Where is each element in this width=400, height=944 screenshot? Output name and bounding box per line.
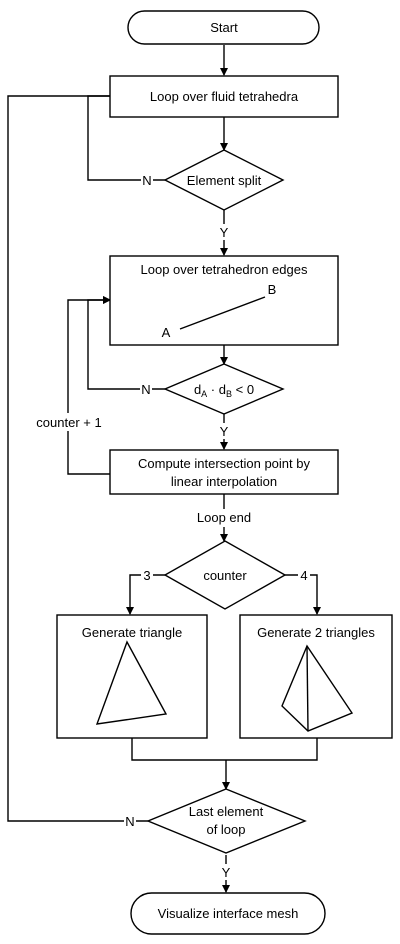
loop-tetrahedra-node: Loop over fluid tetrahedra: [109, 75, 339, 118]
visualize-label: Visualize interface mesh: [158, 906, 299, 921]
visualize-node: Visualize interface mesh: [130, 892, 326, 935]
last-element-line1: Last element: [189, 804, 264, 819]
loop-edges-node: Loop over tetrahedron edges A B: [109, 255, 339, 346]
point-b-label: B: [268, 282, 277, 297]
edge-line: [179, 296, 266, 330]
condition-no-label: N: [141, 382, 150, 397]
arrow-counter-3: [126, 574, 165, 615]
merge-line: [131, 738, 318, 761]
last-no-label: N: [125, 814, 134, 829]
branch-4-label: 4: [300, 568, 307, 583]
split-yes-label: Y: [220, 225, 229, 240]
element-split-label: Element split: [187, 173, 262, 188]
arrow-counter-4: [285, 574, 321, 615]
loop-edges-label: Loop over tetrahedron edges: [141, 262, 308, 277]
generate-2-triangles-node: Generate 2 triangles: [239, 614, 393, 739]
last-element-decision: Last element of loop: [146, 788, 307, 854]
start-label: Start: [210, 20, 238, 35]
counter-increment-label: counter + 1: [36, 415, 101, 430]
element-split-decision: Element split: [163, 149, 285, 211]
compute-intersection-node: Compute intersection point by linear int…: [109, 449, 339, 495]
point-a-label: A: [162, 325, 171, 340]
generate-2-triangles-label: Generate 2 triangles: [257, 625, 375, 640]
condition-yes-label: Y: [220, 424, 229, 439]
counter-decision: counter: [163, 540, 287, 610]
branch-3-label: 3: [143, 568, 150, 583]
connectors: [7, 45, 321, 893]
last-yes-label: Y: [222, 865, 231, 880]
loop-tetrahedra-label: Loop over fluid tetrahedra: [150, 89, 299, 104]
distance-condition-label: dA · dB < 0: [194, 382, 254, 399]
split-no-label: N: [142, 173, 151, 188]
compute-line1: Compute intersection point by: [138, 456, 310, 471]
loop-end-label: Loop end: [197, 510, 251, 525]
arrow-last-no-back: [7, 92, 148, 822]
arrow-counter-increment: [67, 296, 111, 475]
counter-label: counter: [203, 568, 247, 583]
tetrahedron-icon: [281, 644, 354, 732]
generate-triangle-label: Generate triangle: [82, 625, 182, 640]
edge-labels: N Y N Y counter + 1 Loop end 3 4 N Y: [30, 172, 310, 880]
compute-line2: linear interpolation: [171, 474, 277, 489]
distance-condition-decision: dA · dB < 0: [163, 363, 285, 415]
triangle-icon: [95, 640, 168, 725]
generate-triangle-node: Generate triangle: [56, 614, 208, 739]
last-element-line2: of loop: [206, 822, 245, 837]
start-node: Start: [127, 10, 320, 45]
